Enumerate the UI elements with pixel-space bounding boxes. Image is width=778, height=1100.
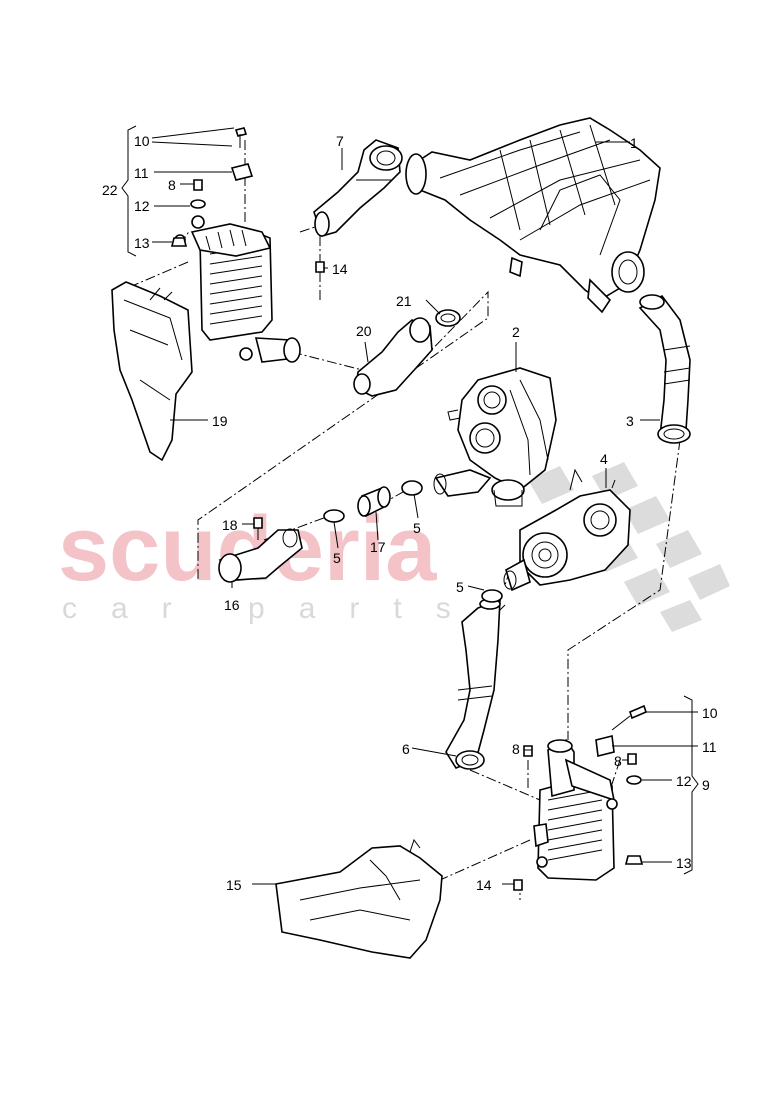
callout-10-lower: 10: [702, 705, 718, 721]
egr-valve-assembly: [433, 367, 557, 507]
clamp-5-mid: [401, 480, 423, 496]
hose-7: [313, 139, 403, 237]
clamp-21: [435, 309, 461, 327]
callout-15: 15: [226, 877, 242, 893]
callout-2: 2: [512, 324, 520, 340]
intake-manifold: [405, 117, 661, 314]
callout-8-upper: 8: [168, 177, 176, 193]
callout-3: 3: [626, 413, 634, 429]
hose-3: [638, 294, 691, 444]
leader-lines: [151, 127, 698, 885]
callout-11-lower: 11: [702, 739, 717, 755]
callout-8-lower-left: 8: [512, 741, 520, 757]
callout-9: 9: [702, 777, 710, 793]
watermark-tagline: car parts: [62, 592, 485, 625]
callout-5-mid: 5: [413, 520, 421, 536]
callout-12-upper: 12: [134, 198, 150, 214]
callout-16: 16: [224, 597, 240, 613]
callout-labels: 1 2 3 4 5 5 5 6 7 8 8 8 9 10 10 11 11 12…: [102, 133, 718, 893]
callout-14-lower: 14: [476, 877, 492, 893]
callout-22: 22: [102, 182, 118, 198]
watermark-brand: scuderia: [58, 498, 437, 600]
callout-8-lower-right: 8: [614, 753, 622, 769]
air-duct-shroud-15: [275, 838, 443, 959]
callout-18: 18: [222, 517, 238, 533]
callout-4: 4: [600, 451, 608, 467]
clamp-5-lower: [481, 589, 503, 603]
watermark: scuderia car parts: [58, 462, 730, 632]
intercooler-lower: [533, 738, 618, 881]
coupling-17: [357, 486, 391, 518]
fasteners-lower: [513, 704, 647, 891]
callout-5-lower: 5: [456, 579, 464, 595]
intercooler-upper: [174, 215, 301, 363]
callout-19: 19: [212, 413, 228, 429]
callout-14-upper: 14: [332, 261, 348, 277]
hose-20: [353, 317, 433, 397]
callout-5-left: 5: [333, 550, 341, 566]
hose-6: [445, 598, 501, 770]
bolt-18: [253, 517, 263, 540]
callout-20: 20: [356, 323, 372, 339]
hose-16: [218, 528, 303, 583]
air-duct-shroud-19: [111, 281, 193, 462]
fasteners-upper: [170, 127, 325, 282]
callout-17: 17: [370, 539, 386, 555]
callout-6: 6: [402, 741, 410, 757]
callout-12-lower: 12: [676, 773, 692, 789]
callout-7: 7: [336, 133, 344, 149]
callout-13-upper: 13: [134, 235, 150, 251]
callout-1: 1: [630, 135, 638, 151]
bracket-9: [683, 695, 699, 875]
callout-21: 21: [396, 293, 412, 309]
callout-11-upper: 11: [134, 165, 149, 181]
clamp-5-left: [323, 509, 345, 523]
bracket-22: [121, 125, 137, 257]
callout-13-lower: 13: [676, 855, 692, 871]
callout-10-upper: 10: [134, 133, 150, 149]
turbocharger: [503, 468, 631, 592]
